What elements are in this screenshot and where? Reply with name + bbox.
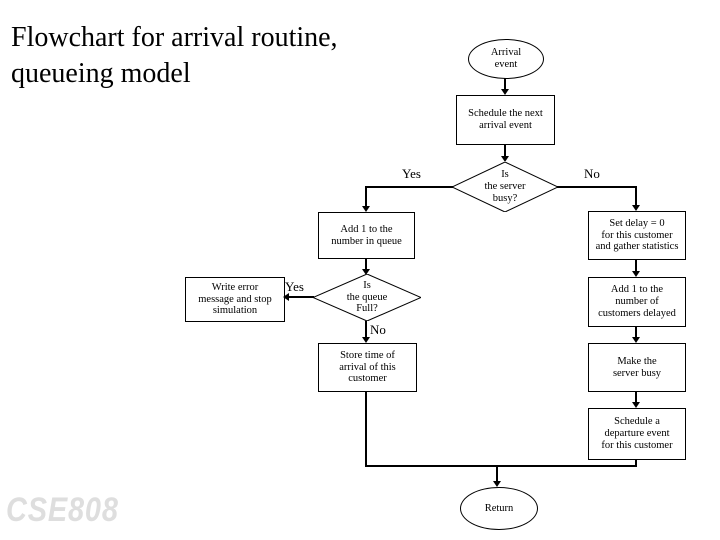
connector-merge-to-return: [496, 465, 498, 482]
diamond-shape: [313, 274, 421, 321]
arrowhead-into-writeerror: [283, 293, 289, 301]
connector-schedule-to-serverbusy: [504, 143, 506, 157]
arrowhead-into-serverbusy: [501, 156, 509, 162]
connector-merge-horizontal: [365, 465, 637, 467]
node-set-delay: Set delay = 0 for this customer and gath…: [588, 211, 686, 260]
node-label: Add 1 to the number of customers delayed: [598, 284, 676, 319]
connector-queuefull-yes: [288, 296, 314, 298]
watermark-text: CSE808: [6, 491, 119, 529]
node-make-server-busy: Make the server busy: [588, 343, 686, 392]
node-label: Schedule the next arrival event: [468, 108, 543, 131]
node-schedule-next-arrival: Schedule the next arrival event: [456, 95, 555, 145]
arrowhead-into-schedule: [501, 89, 509, 95]
arrowhead-into-storetime: [362, 337, 370, 343]
node-decision-queue-full: Is the queue Full?: [313, 274, 421, 321]
arrowhead-into-departure: [632, 402, 640, 408]
node-write-error: Write error message and stop simulation: [185, 277, 285, 322]
node-schedule-departure: Schedule a departure event for this cust…: [588, 408, 686, 460]
slide-title: Flowchart for arrival routine, queueing …: [11, 22, 338, 90]
node-label: Add 1 to the number in queue: [331, 223, 402, 247]
node-add-customers-delayed: Add 1 to the number of customers delayed: [588, 277, 686, 327]
arrowhead-into-addqueue: [362, 206, 370, 212]
node-label: Set delay = 0 for this customer and gath…: [595, 217, 679, 253]
edge-label-server-busy-no: No: [584, 166, 600, 181]
arrowhead-into-queuefull: [362, 269, 370, 275]
node-store-arrival-time: Store time of arrival of this customer: [318, 343, 417, 392]
node-return: Return: [460, 487, 538, 530]
edge-label-server-busy-yes: Yes: [402, 166, 421, 181]
node-label: Return: [484, 502, 514, 514]
edge-label-queue-full-yes: Yes: [285, 279, 304, 294]
connector-storetime-down: [365, 390, 367, 467]
arrowhead-into-adddelayed: [632, 271, 640, 277]
node-label: Store time of arrival of this customer: [339, 349, 396, 385]
connector-serverbusy-yes-vertical: [365, 186, 367, 207]
connector-addqueue-to-queuefull: [365, 257, 367, 270]
diamond-shape: [452, 162, 558, 212]
connector-serverbusy-no-vertical: [635, 186, 637, 206]
connector-adddelayed-to-makebusy: [635, 325, 637, 338]
node-label: Write error message and stop simulation: [198, 281, 272, 317]
node-add-to-queue: Add 1 to the number in queue: [318, 212, 415, 259]
node-decision-server-busy: Is the server busy?: [452, 162, 558, 212]
node-label: Is the server busy?: [484, 169, 526, 204]
node-label: Make the server busy: [612, 355, 662, 379]
connector-departure-down: [635, 457, 637, 467]
connector-arrival-to-schedule: [504, 77, 506, 90]
connector-serverbusy-no-horizontal: [556, 186, 637, 188]
node-arrival-event: Arrival event: [468, 39, 544, 79]
connector-makebusy-to-departure: [635, 390, 637, 403]
arrowhead-into-return: [493, 481, 501, 487]
edge-label-queue-full-no: No: [370, 322, 386, 337]
connector-queuefull-no: [365, 321, 367, 338]
arrowhead-into-makebusy: [632, 337, 640, 343]
connector-setdelay-to-adddelayed: [635, 258, 637, 272]
arrowhead-into-setdelay: [632, 205, 640, 211]
node-label: Schedule a departure event for this cust…: [601, 416, 673, 451]
connector-serverbusy-yes-horizontal: [365, 186, 454, 188]
node-label: Is the queue Full?: [346, 279, 388, 315]
node-label: Arrival event: [490, 47, 522, 70]
